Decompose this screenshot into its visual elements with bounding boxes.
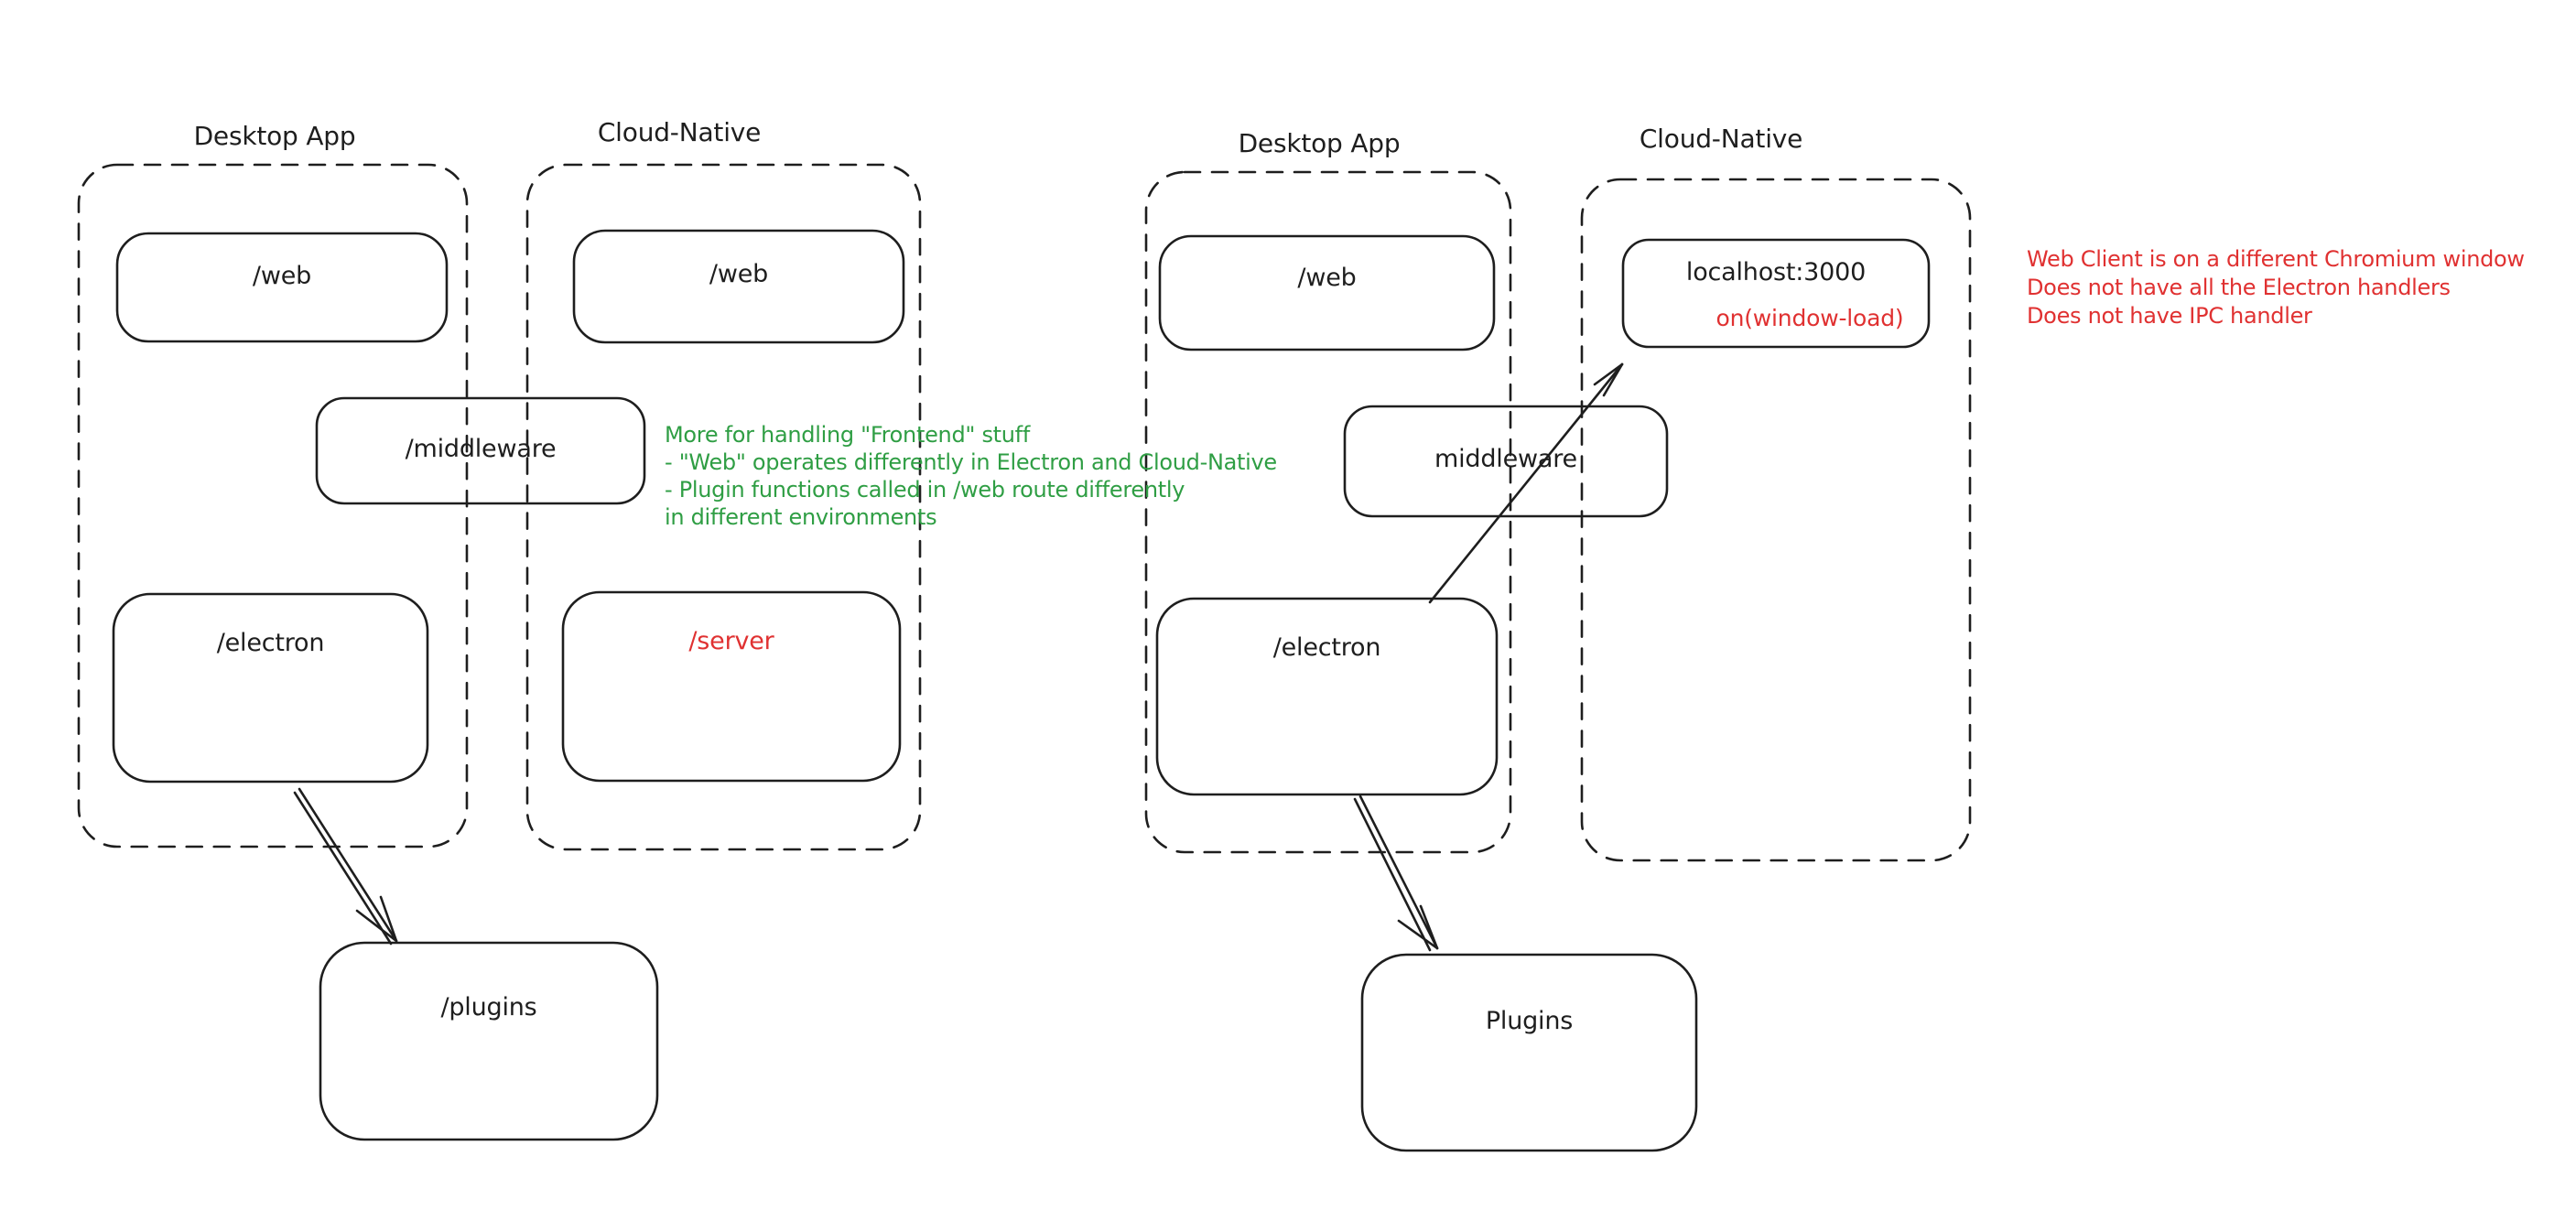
group-label-desktop-right[interactable]: Desktop App: [1238, 128, 1401, 158]
annotation-line: Does not have all the Electron handlers: [2027, 275, 2451, 300]
group-label-cloud-right[interactable]: Cloud-Native: [1639, 124, 1803, 154]
node-label-plugins-left: /plugins: [440, 993, 537, 1021]
annotation-line: - Plugin functions called in /web route …: [665, 477, 1185, 503]
node-label-web-cloud-left: /web: [709, 260, 769, 288]
node-label-plugins-right: Plugins: [1485, 1007, 1574, 1035]
group-label-cloud-left[interactable]: Cloud-Native: [597, 117, 762, 147]
annotation-line: More for handling "Frontend" stuff: [665, 422, 1030, 448]
node-label-electron-right: /electron: [1272, 633, 1381, 662]
node-label-middleware-right: middleware: [1434, 445, 1577, 473]
node-label-on-window-load: on(window-load): [1716, 305, 1904, 331]
node-label-localhost: localhost:3000: [1685, 258, 1867, 286]
node-localhost-3000[interactable]: [1621, 238, 1931, 349]
node-label-server-left: /server: [688, 627, 774, 655]
annotation-line: in different environments: [665, 504, 937, 530]
node-label-web-desktop-right: /web: [1297, 264, 1357, 292]
annotation-line: - "Web" operates differently in Electron…: [665, 449, 1277, 475]
annotation-frontend-note[interactable]: More for handling "Frontend" stuff - "We…: [665, 421, 1277, 531]
node-server-left[interactable]: [561, 590, 902, 783]
annotation-line: Does not have IPC handler: [2027, 303, 2312, 329]
node-label-web-desktop-left: /web: [252, 262, 312, 290]
node-middleware-left[interactable]: [315, 396, 646, 505]
group-desktop-left[interactable]: [77, 163, 469, 848]
group-cloud-right[interactable]: [1580, 178, 1972, 862]
node-plugins-left[interactable]: [319, 941, 659, 1141]
group-label-desktop-left[interactable]: Desktop App: [193, 121, 356, 151]
node-label-middleware-left: /middleware: [405, 435, 557, 463]
group-desktop-right[interactable]: [1144, 170, 1512, 854]
annotation-web-client-note[interactable]: Web Client is on a different Chromium wi…: [2027, 245, 2525, 330]
node-web-desktop-left[interactable]: [115, 232, 449, 343]
node-web-desktop-right[interactable]: [1158, 234, 1496, 351]
node-web-cloud-left[interactable]: [572, 229, 905, 344]
arrow-electron-to-localhost[interactable]: [1428, 362, 1624, 604]
arrow-electron-to-plugins-left[interactable]: [293, 787, 398, 946]
node-plugins-right[interactable]: [1360, 953, 1698, 1152]
annotation-line: Web Client is on a different Chromium wi…: [2027, 246, 2525, 272]
node-middleware-right[interactable]: [1343, 405, 1669, 518]
arrow-electron-to-plugins-right[interactable]: [1353, 794, 1439, 952]
node-label-electron-left: /electron: [216, 629, 325, 657]
node-electron-left[interactable]: [112, 592, 429, 784]
node-electron-right[interactable]: [1155, 597, 1499, 796]
